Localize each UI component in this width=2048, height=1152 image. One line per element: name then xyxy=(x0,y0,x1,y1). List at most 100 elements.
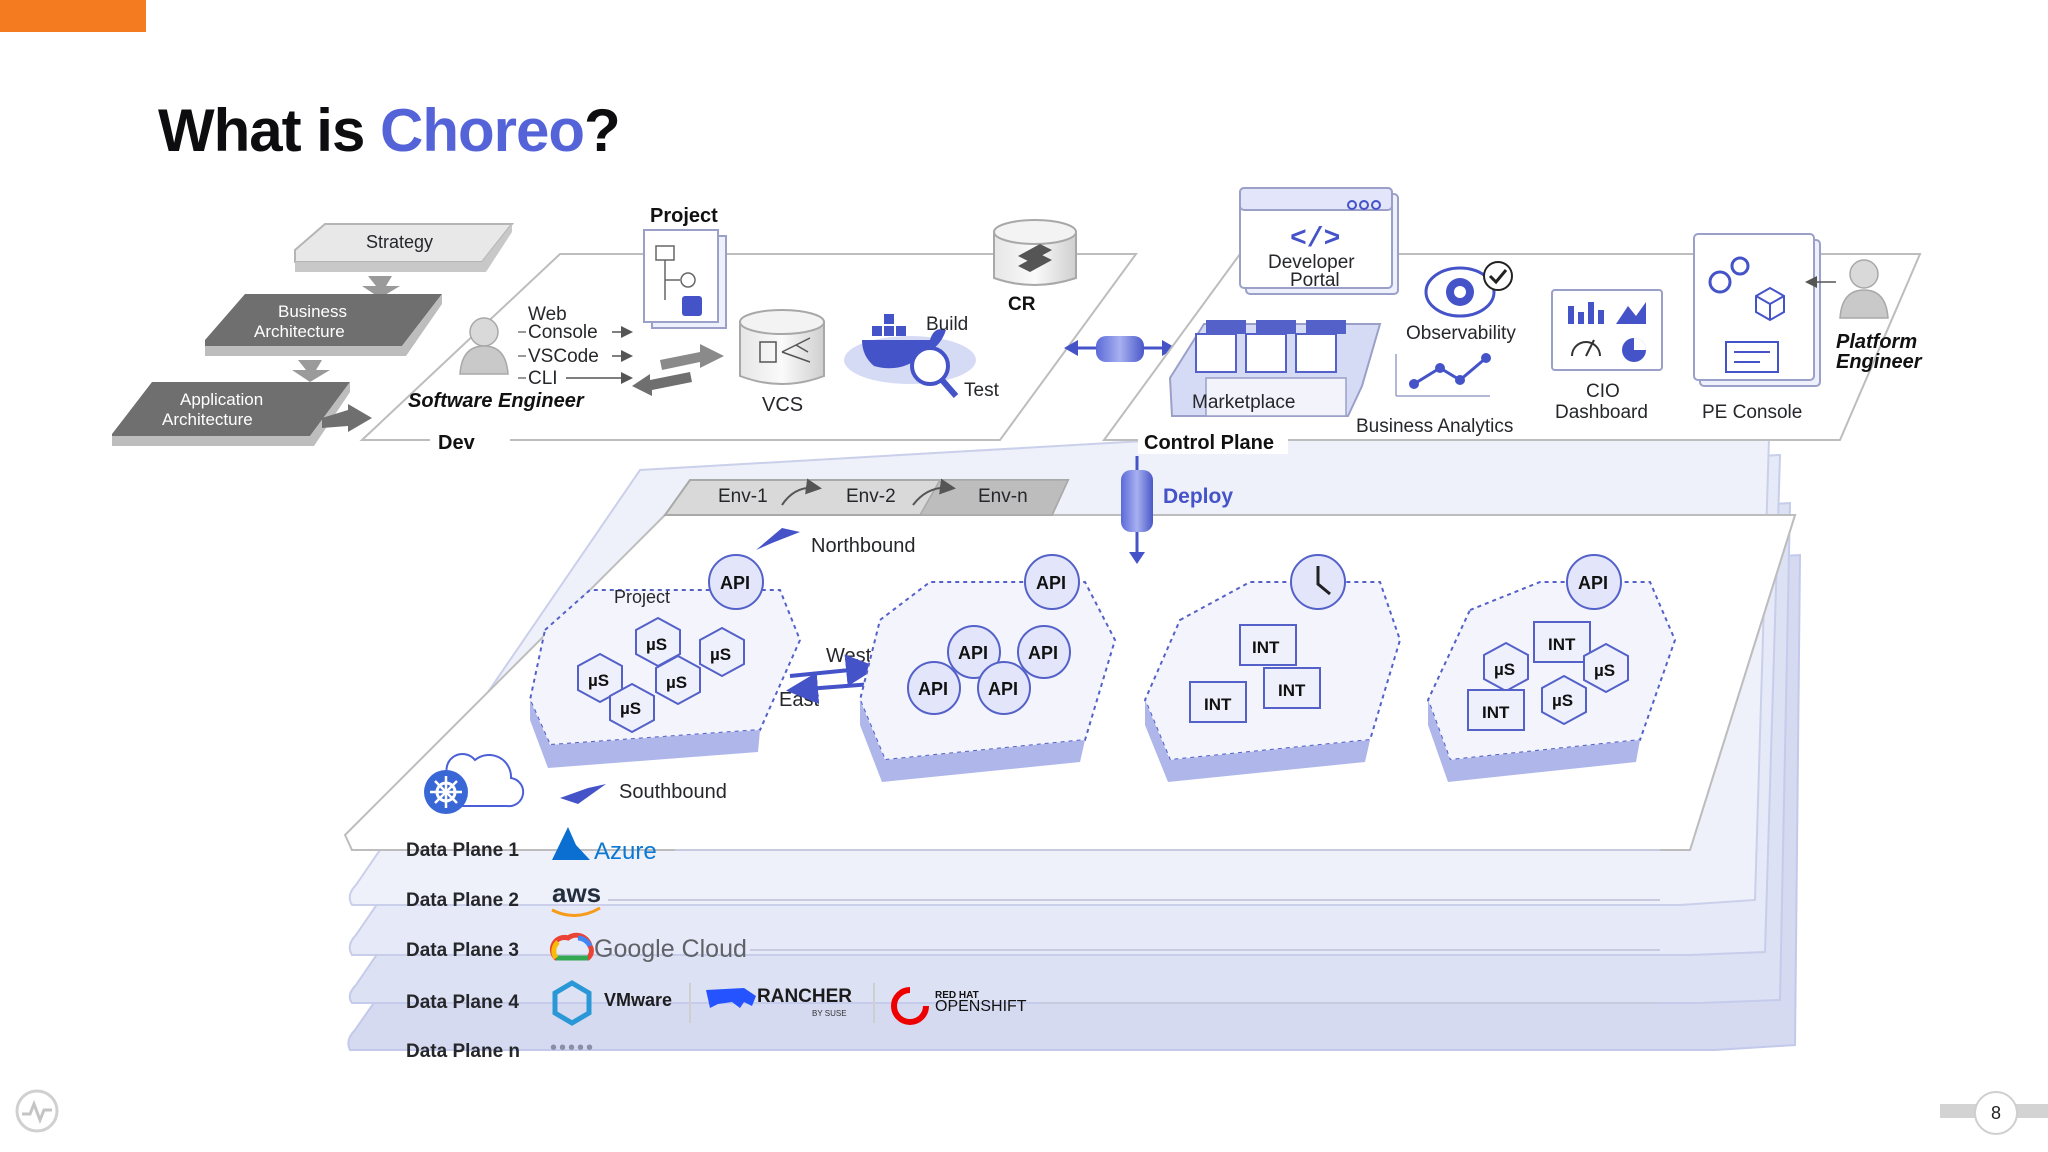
clock-icon xyxy=(1290,554,1346,610)
svg-text:API: API xyxy=(918,679,948,699)
integration-node: INT xyxy=(1189,681,1247,723)
dev-entry-points: Web Console VSCode CLI xyxy=(518,304,633,389)
vmware-icon xyxy=(552,980,592,1026)
microservice-node: µS xyxy=(609,682,655,734)
accent-bar xyxy=(0,0,146,32)
env-arrow-icon xyxy=(912,478,956,506)
svg-text:API: API xyxy=(1036,573,1066,593)
cio-label-1: CIO xyxy=(1586,381,1620,402)
integration-node: INT xyxy=(1467,689,1525,731)
project-cell-3: INT INT INT xyxy=(1143,554,1402,782)
gear-icon xyxy=(1730,256,1750,276)
api-node: API xyxy=(708,554,764,610)
layers-icon xyxy=(1018,244,1052,272)
architecture-stack: Strategy Business Architecture Applicati… xyxy=(112,223,515,446)
aws-smile-icon xyxy=(551,906,601,917)
developer-portal-label-2: Portal xyxy=(1290,270,1340,291)
svg-text:µS: µS xyxy=(666,673,687,692)
control-plane-label: Control Plane xyxy=(1144,432,1274,454)
branch-icon xyxy=(781,337,811,363)
build-test: Build Test xyxy=(844,314,1000,401)
marketplace[interactable]: Marketplace xyxy=(1168,320,1382,417)
dev-control-connector xyxy=(1064,336,1176,362)
business-analytics-label: Business Analytics xyxy=(1356,416,1513,437)
svg-text:INT: INT xyxy=(1482,703,1510,722)
svg-text:API: API xyxy=(1578,573,1608,593)
title-prefix: What is xyxy=(158,97,381,164)
svg-text:INT: INT xyxy=(1252,638,1280,657)
vscode-label[interactable]: VSCode xyxy=(528,346,599,367)
check-icon xyxy=(1483,261,1513,291)
pe-console[interactable]: PE Console xyxy=(1693,233,1821,423)
cr-label: CR xyxy=(1008,294,1036,315)
data-plane-n-label: Data Plane n xyxy=(406,1041,520,1062)
vcs-repo: VCS xyxy=(739,309,825,416)
api-node: API xyxy=(1024,554,1080,610)
svg-text:µS: µS xyxy=(588,671,609,690)
provider-azure: Azure xyxy=(552,827,657,865)
azure-text: Azure xyxy=(594,838,657,865)
box-icon xyxy=(1295,320,1346,373)
gear-icon xyxy=(1708,270,1732,294)
build-label: Build xyxy=(926,314,968,335)
business-architecture-label-1: Business xyxy=(278,302,347,321)
marketplace-label: Marketplace xyxy=(1192,392,1296,413)
developer-portal[interactable]: </> Developer Portal xyxy=(1239,187,1399,295)
sync-arrows-icon xyxy=(632,344,724,396)
svg-text:µS: µS xyxy=(710,645,731,664)
project-doc: Project xyxy=(643,205,727,329)
box-icon xyxy=(1245,320,1296,373)
aws-text: aws xyxy=(552,878,601,908)
env-tab-1[interactable]: Env-1 xyxy=(718,486,768,507)
title-brand: Choreo xyxy=(380,97,585,164)
openshift-icon xyxy=(891,987,929,1025)
kubernetes-cloud-icon xyxy=(424,753,525,814)
flow-icon xyxy=(1725,341,1779,373)
gauge-icon xyxy=(1571,341,1601,357)
pe-console-label: PE Console xyxy=(1702,402,1802,423)
project-label: Project xyxy=(614,587,670,607)
project-cell-2: API API API API API xyxy=(858,554,1117,782)
northbound-arrow-icon xyxy=(756,528,800,550)
platform-engineer-label-1: Platform xyxy=(1836,331,1917,353)
platform-engineer-label-2: Engineer xyxy=(1836,351,1923,373)
api-node: API xyxy=(1566,554,1622,610)
docker-icon xyxy=(862,314,946,369)
env-tab-2[interactable]: Env-2 xyxy=(846,486,896,507)
business-analytics[interactable]: Business Analytics xyxy=(1356,353,1513,437)
project-title: Project xyxy=(650,205,718,227)
more-providers-dots: ••••• xyxy=(550,1037,595,1059)
azure-logo-icon xyxy=(552,827,590,860)
svg-text:INT: INT xyxy=(1278,681,1306,700)
cio-dashboard[interactable]: CIO Dashboard xyxy=(1551,289,1663,423)
env-arrow-icon xyxy=(781,478,822,506)
env-tab-n[interactable]: Env-n xyxy=(978,486,1028,507)
svg-text:µS: µS xyxy=(1494,660,1515,679)
southbound-label: Southbound xyxy=(619,781,727,803)
application-architecture-label-2: Architecture xyxy=(162,410,253,429)
api-node: API xyxy=(947,625,1001,679)
api-node: API xyxy=(977,661,1031,715)
test-label: Test xyxy=(964,380,1000,401)
rancher-text: RANCHER xyxy=(757,986,852,1007)
integration-node: INT xyxy=(1533,621,1591,663)
right-arrow-icon xyxy=(322,404,372,432)
northbound-label: Northbound xyxy=(811,535,916,557)
application-architecture-label-1: Application xyxy=(180,390,263,409)
observability[interactable]: Observability xyxy=(1406,261,1516,344)
microservice-node: µS xyxy=(1541,674,1587,726)
web-console-label-1[interactable]: Web xyxy=(528,304,567,325)
data-plane-3-label: Data Plane 3 xyxy=(406,940,519,961)
svg-text:µS: µS xyxy=(646,635,667,654)
person-icon xyxy=(469,317,499,347)
web-console-label-2[interactable]: Console xyxy=(528,322,598,343)
east-arrow-icon xyxy=(786,672,873,705)
svg-text:µS: µS xyxy=(620,699,641,718)
observability-label: Observability xyxy=(1406,323,1516,344)
code-file-icon xyxy=(759,341,777,363)
down-arrow-icon xyxy=(362,276,400,298)
svg-text:µS: µS xyxy=(1594,661,1615,680)
cli-label[interactable]: CLI xyxy=(528,368,558,389)
rancher-sub-text: BY SUSE xyxy=(812,1009,847,1018)
